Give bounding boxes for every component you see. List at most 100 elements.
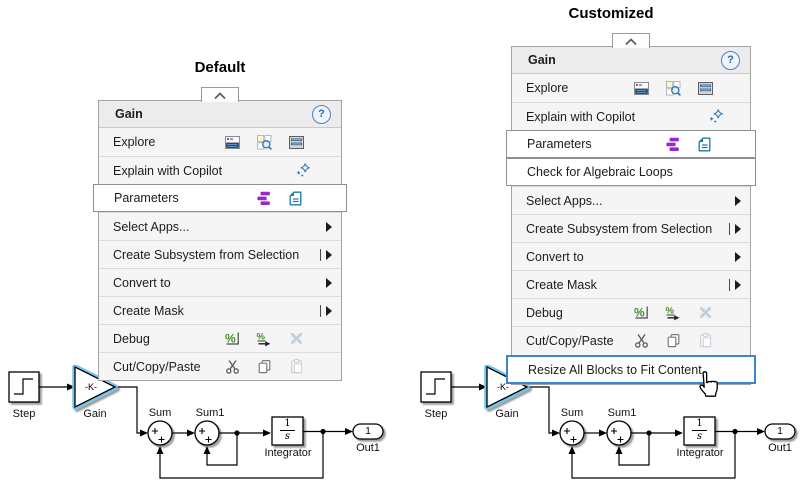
model-drawing[interactable] (417, 365, 807, 493)
integrator-denominator: s (696, 431, 703, 442)
property-inspector-icon[interactable] (280, 132, 312, 152)
menu-item-cut-copy-paste[interactable]: Cut/Copy/Paste (99, 352, 341, 380)
gain-label: Gain (83, 408, 107, 420)
percent-step-icon[interactable]: % (248, 329, 280, 349)
svg-text:%: % (225, 332, 236, 346)
menu-item-debug[interactable]: Debug % % (512, 298, 750, 326)
section-title-customized: Customized (568, 5, 654, 22)
menu-item-create-mask[interactable]: Create Mask (512, 270, 750, 298)
outport-block[interactable] (764, 423, 796, 440)
menu-item-parameters[interactable]: Parameters (506, 130, 756, 158)
sum-block[interactable] (559, 420, 585, 446)
integrator-label: Integrator (676, 447, 724, 459)
step-label: Step (12, 408, 36, 420)
menu-item-check-algebraic-loops[interactable]: Check for Algebraic Loops (506, 158, 756, 186)
menu-item-create-mask[interactable]: Create Mask (99, 296, 341, 324)
sum1-label: Sum1 (607, 407, 637, 419)
block-dialog-icon[interactable] (688, 134, 720, 154)
menu-title: Gain (528, 53, 556, 67)
submenu-arrow-icon (326, 305, 332, 316)
model-canvas-default: Step Gain -K- Sum Sum1 1 s Integrator 1 … (5, 365, 405, 493)
submenu-arrow-icon (326, 221, 332, 232)
menu-item-explain-with-copilot[interactable]: Explain with Copilot (512, 102, 750, 130)
menu-header: Gain ? (512, 47, 750, 74)
copy-icon[interactable] (248, 357, 280, 377)
menu-item-create-subsystem[interactable]: Create Subsystem from Selection (512, 214, 750, 242)
menu-item-debug[interactable]: Debug % % (99, 324, 341, 352)
find-icon[interactable] (248, 132, 280, 152)
property-inspector-icon[interactable] (689, 78, 721, 98)
sum-label: Sum (560, 407, 584, 419)
chevron-up-icon (625, 37, 637, 45)
collapse-menu-button[interactable] (201, 87, 239, 102)
sum-plus-signs (564, 428, 624, 443)
sum-plus-signs (152, 428, 212, 443)
menu-item-parameters[interactable]: Parameters (93, 184, 347, 212)
menu-title: Gain (115, 107, 143, 121)
copy-icon[interactable] (657, 331, 689, 351)
help-icon[interactable]: ? (312, 104, 331, 124)
menu-item-resize-all-blocks[interactable]: Resize All Blocks to Fit Content (506, 355, 756, 384)
menu-item-explain-with-copilot[interactable]: Explain with Copilot (99, 156, 341, 184)
cut-icon[interactable] (216, 357, 248, 377)
sum1-block[interactable] (606, 420, 632, 446)
percent-step-icon[interactable]: % (657, 303, 689, 323)
cut-icon[interactable] (625, 331, 657, 351)
menu-item-select-apps[interactable]: Select Apps... (512, 186, 750, 214)
menu-item-convert-to[interactable]: Convert to (512, 242, 750, 270)
gain-value: -K- (85, 382, 97, 392)
sum1-block[interactable] (194, 420, 220, 446)
context-menu-customized: Gain ? Explore Explain with Copilot (506, 33, 756, 385)
find-icon[interactable] (657, 78, 689, 98)
integrator-block[interactable] (271, 416, 304, 446)
menu-item-select-apps[interactable]: Select Apps... (99, 212, 341, 240)
percent-breakpoint-icon[interactable]: % (216, 329, 248, 349)
paste-disabled-icon (280, 357, 312, 377)
copilot-sparkles-icon (286, 161, 318, 181)
model-explorer-icon[interactable] (625, 78, 657, 98)
copilot-sparkles-icon (699, 107, 731, 127)
step-block[interactable] (420, 371, 452, 403)
outport-block[interactable] (352, 423, 384, 440)
menu-item-explore[interactable]: Explore (512, 74, 750, 102)
parameters-stack-icon[interactable] (247, 188, 279, 208)
integrator-block[interactable] (683, 416, 716, 446)
menu-item-create-subsystem[interactable]: Create Subsystem from Selection (99, 240, 341, 268)
signal-lines[interactable] (451, 386, 757, 479)
menu-item-cut-copy-paste[interactable]: Cut/Copy/Paste (512, 326, 750, 354)
submenu-arrow-icon (735, 279, 741, 290)
model-canvas-customized: Step Gain -K- Sum Sum1 1 s Integrator 1 … (417, 365, 807, 493)
model-drawing[interactable] (5, 365, 405, 493)
svg-text:%: % (665, 306, 674, 317)
integrator-denominator: s (284, 431, 291, 442)
help-icon[interactable]: ? (721, 50, 740, 70)
integrator-numerator: 1 (692, 419, 707, 431)
arrowheads (479, 383, 765, 454)
block-dialog-icon[interactable] (279, 188, 311, 208)
clear-breakpoints-disabled-icon (280, 329, 312, 349)
sum-block[interactable] (147, 420, 173, 446)
menu-item-explore[interactable]: Explore (99, 128, 341, 156)
submenu-arrow-icon (326, 277, 332, 288)
outport-value: 1 (777, 426, 783, 437)
collapse-menu-button[interactable] (612, 33, 650, 48)
parameters-stack-icon[interactable] (656, 134, 688, 154)
hand-cursor-icon (694, 370, 720, 405)
step-block[interactable] (8, 371, 40, 403)
integrator-numerator: 1 (280, 419, 295, 431)
percent-breakpoint-icon[interactable]: % (625, 303, 657, 323)
pin-bar-icon (729, 278, 730, 291)
paste-disabled-icon (689, 331, 721, 351)
pin-bar-icon (320, 248, 321, 261)
integrator-expression: 1 s (277, 419, 298, 442)
gain-value: -K- (497, 382, 509, 392)
sum-label: Sum (148, 407, 172, 419)
menu-item-convert-to[interactable]: Convert to (99, 268, 341, 296)
arrowheads (67, 383, 353, 454)
clear-breakpoints-disabled-icon (689, 303, 721, 323)
model-explorer-icon[interactable] (216, 132, 248, 152)
pin-bar-icon (320, 304, 321, 317)
gain-block[interactable] (72, 365, 118, 410)
section-title-default: Default (194, 59, 246, 76)
